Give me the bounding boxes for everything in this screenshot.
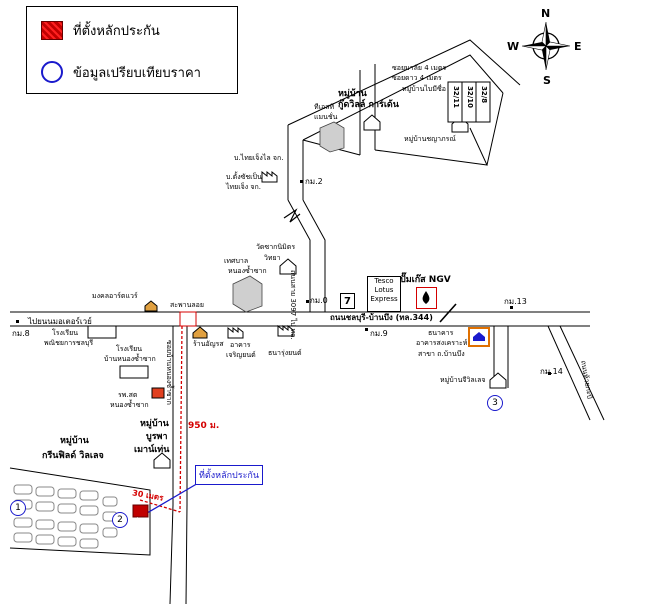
legend-collateral: ที่ตั้งหลักประกัน — [41, 20, 160, 41]
km2-label: กม.2 — [305, 177, 323, 186]
factory-b-label: ธนารุ่งยนต์ — [268, 349, 302, 357]
condo-building-icon — [319, 121, 345, 153]
village-green-label-2: กรีนฟิลด์ วิลเลจ — [42, 451, 104, 461]
hospital-label-2: หนองซ้ำซาก — [110, 401, 149, 409]
hospital-label: รพ.สต — [118, 391, 138, 399]
bank-label: ธนาคาร — [428, 329, 454, 337]
school1-label: โรงเรียน — [52, 329, 78, 337]
municipality-building-icon — [232, 275, 263, 313]
village-burapha-label-2: บูรพา — [146, 432, 168, 442]
tesco-line2: Lotus — [374, 286, 394, 294]
school2-label-2: บ้านหนองซ้ำซาก — [104, 355, 156, 363]
tesco-line1: Tesco — [374, 277, 394, 285]
soi-label: ซอยบ้านหนองซ้ำซาก — [165, 340, 173, 405]
main-road-label: ถนนชลบุรี-บ้านบึง (ทล.344) — [330, 313, 433, 322]
house-numbers — [447, 81, 491, 123]
comparison-marker-1[interactable]: 1 — [10, 500, 26, 516]
comparison-marker-2[interactable]: 2 — [112, 512, 128, 528]
house-32-10: 32/10 — [466, 86, 474, 109]
tesco-lotus-icon: Tesco Lotus Express — [367, 276, 401, 312]
km8-label: กม.8 — [12, 329, 30, 338]
condo-label-b: แมนชั่น — [314, 113, 338, 121]
site-tag-label: ที่ดิน — [134, 518, 148, 526]
comparison-marker-3[interactable]: 3 — [487, 395, 503, 411]
bridge-label: สะพานลอย — [170, 301, 204, 309]
village-house-icons — [153, 114, 507, 469]
house-32-8: 32/8 — [480, 86, 488, 104]
km14-label: กม.14 — [540, 367, 563, 376]
compass-north: N — [541, 7, 551, 20]
temple-label: วัดซากนิมิตร — [256, 243, 296, 251]
lane-label-b: ซอยดาว 4 เมตร — [392, 74, 442, 82]
village-kanchiwit-label: หมู่บ้านจีวิลเลจ — [440, 376, 486, 384]
bank-icon — [468, 327, 490, 347]
km13-label: กม.13 — [504, 297, 527, 306]
factory-a-label-2: เจริญยนต์ — [226, 351, 256, 359]
temple-label-2: วิทยา — [264, 254, 281, 262]
to-motorway-label: ไปยนนมอเตอร์เวย์ — [28, 317, 92, 326]
village-burapha-label-3: เมาน์เท่น — [134, 445, 170, 455]
road-3097-label: ถนนสาย 3097 ไป ทล. — [289, 270, 297, 340]
legend-comparison-label: ข้อมูลเปรียบเทียบราคา — [73, 65, 201, 81]
hospital-icon — [151, 387, 165, 399]
village-burapha-label: หมู่บ้าน — [140, 419, 169, 429]
mongkol-label: มงคลอาร์ตแวร์ — [92, 292, 138, 300]
seven-eleven-icon: 7 — [340, 293, 355, 309]
company3-label: ไทยเจ็ง จก. — [226, 183, 261, 191]
company1-label: บ.ไทยเจ็งไล จก. — [234, 154, 284, 162]
ngv-station-icon — [416, 287, 437, 309]
condo-label-a: ทีเอสที — [314, 103, 335, 111]
factory-a-label: อาคาร — [230, 341, 251, 349]
collateral-callout: ที่ตั้งหลักประกัน — [195, 465, 263, 485]
house-32-11: 32/11 — [452, 86, 460, 109]
km0-label: กม.0 — [310, 296, 328, 305]
km9-label: กม.9 — [370, 329, 388, 338]
school1-label-2: พณิชยการชลบุรี — [44, 339, 94, 347]
compass-south: S — [543, 74, 551, 87]
shop-label: ร้านอัญรส — [193, 340, 224, 348]
village-top-label: หมู่บ้าน — [338, 89, 367, 99]
village-chaya-label: หมู่บ้านชญาภรณ์ — [404, 135, 456, 143]
village-top-label-2: กู๊ดวิลล์ การ์เด้น — [338, 100, 399, 110]
bank-label-2: อาคารสงเคราะห์ — [416, 339, 468, 347]
factory-icons — [227, 170, 294, 339]
village-green-label: หมู่บ้าน — [60, 436, 89, 446]
tesco-line3: Express — [370, 295, 398, 303]
compass-east: E — [574, 40, 582, 53]
school-icons — [87, 325, 149, 379]
lane-label-a: ซอยมาลัย 4 เมตร — [392, 64, 447, 72]
company2-label: บ.ตั้งซัชเป็น — [226, 173, 262, 181]
collateral-swatch — [41, 21, 63, 40]
bank-label-3: สาขา ถ.บ้านบึง — [418, 350, 465, 358]
comparison-circle-icon — [41, 61, 63, 83]
legend-comparison: ข้อมูลเปรียบเทียบราคา — [41, 61, 201, 83]
map-legend: ที่ตั้งหลักประกัน ข้อมูลเปรียบเทียบราคา — [26, 6, 238, 94]
compass-west: W — [507, 40, 520, 53]
distance-950-label: 950 ม. — [188, 421, 220, 431]
ngv-label: ปั๊มเก๊ส NGV — [400, 275, 451, 285]
shop-icon — [192, 326, 208, 339]
legend-collateral-label: ที่ตั้งหลักประกัน — [73, 24, 160, 39]
municipality-label-2: หนองซ้ำซาก — [228, 267, 267, 275]
school2-label: โรงเรียน — [116, 345, 142, 353]
mongkol-icon — [144, 300, 158, 312]
municipality-label: เทศบาล — [224, 257, 249, 265]
village-beat-label: หมู่บ้านไบมีซื่อ — [402, 85, 446, 93]
collateral-site-marker — [132, 504, 149, 518]
